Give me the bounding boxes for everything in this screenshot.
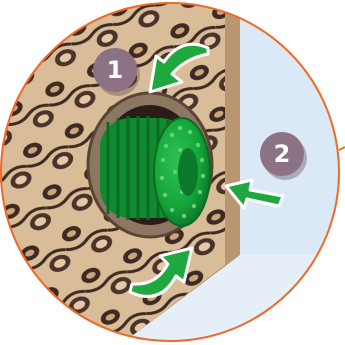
step-number: 1 [107, 56, 124, 84]
step-badge-2: 2 [260, 132, 304, 176]
leader-line [339, 147, 345, 150]
step-badge-1: 1 [93, 48, 137, 92]
step-number: 2 [274, 140, 291, 168]
green-knob [100, 116, 210, 226]
wooden-panel-edge [225, 0, 240, 265]
